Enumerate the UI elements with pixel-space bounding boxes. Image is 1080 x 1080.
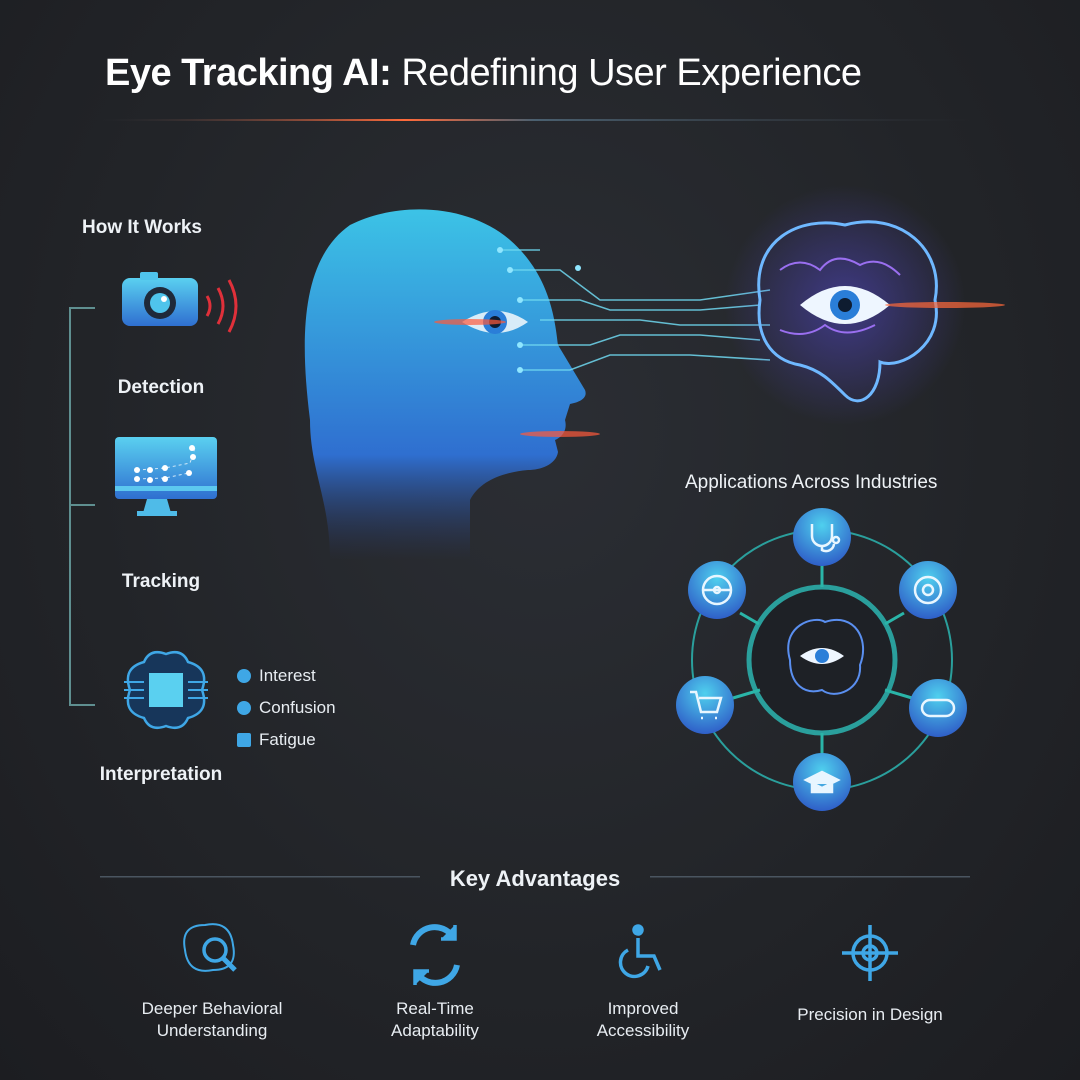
divider-right <box>650 876 970 878</box>
camera-icon <box>122 272 238 333</box>
step-detection-label: Detection <box>117 377 205 398</box>
step-tracking-label: Tracking <box>121 571 201 592</box>
circuit-nodes <box>497 247 581 373</box>
brain-eye-icon <box>725 185 1005 425</box>
key-advantages-heading: Key Advantages <box>449 866 621 891</box>
monitor-gaze-path-icon <box>115 437 217 516</box>
stethoscope-icon <box>793 508 851 566</box>
gamepad-icon <box>909 679 967 737</box>
neural-circuit-lines <box>500 249 771 371</box>
signal-confusion: Confusion <box>237 692 336 724</box>
how-it-works-heading: How It Works <box>82 217 202 238</box>
application-glyphs <box>690 524 956 794</box>
signal-interest: Interest <box>237 660 336 692</box>
refresh-icon <box>410 924 460 986</box>
signal-fatigue: Fatigue <box>237 724 336 756</box>
step-interpretation-label: Interpretation <box>99 764 223 785</box>
title-underline <box>100 119 970 121</box>
steps-bracket <box>69 307 95 706</box>
shopping-cart-icon <box>676 676 734 734</box>
confusion-icon <box>237 701 251 715</box>
target-icon <box>842 925 898 981</box>
page-title: Eye Tracking AI: Redefining User Experie… <box>105 52 862 94</box>
fatigue-icon <box>237 733 251 747</box>
divider-left <box>100 876 420 878</box>
advantage-icons <box>183 923 898 986</box>
brain-chip-icon <box>124 651 208 729</box>
wheelchair-icon <box>618 924 662 979</box>
face-eye-icon <box>434 310 600 437</box>
applications-heading: Applications Across Industries <box>685 472 938 493</box>
brain-magnifier-icon <box>183 923 237 972</box>
vr-lens-icon <box>899 561 957 619</box>
advantage-precision: Precision in Design <box>797 1005 943 1024</box>
interest-icon <box>237 669 251 683</box>
signals-list: Interest Confusion Fatigue <box>237 660 336 756</box>
head-silhouette <box>304 209 586 560</box>
application-nodes <box>676 508 967 811</box>
